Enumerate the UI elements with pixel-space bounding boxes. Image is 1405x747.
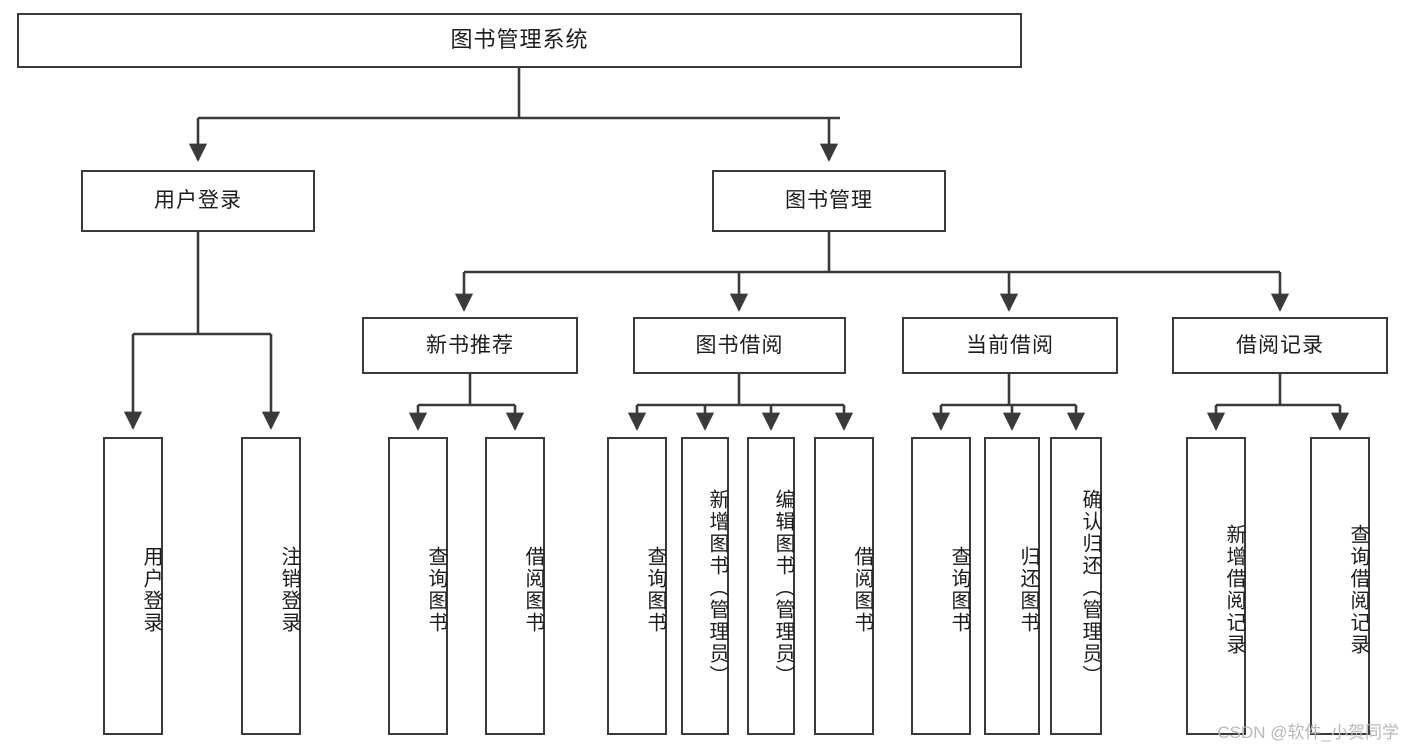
node-leaf-add-book-admin[interactable]: 新增图书（管理员） — [681, 437, 729, 735]
node-leaf-user-login[interactable]: 用户登录 — [103, 437, 163, 735]
watermark-credit: CSDN @软件_小贺同学 — [1217, 723, 1399, 742]
node-book-borrow[interactable]: 图书借阅 — [633, 317, 846, 374]
node-leaf-query-borrow-record[interactable]: 查询借阅记录 — [1310, 437, 1370, 735]
node-leaf-borrow-book[interactable]: 借阅图书 — [814, 437, 874, 735]
node-leaf-edit-book-admin[interactable]: 编辑图书（管理员） — [747, 437, 795, 735]
node-new-book-recommend[interactable]: 新书推荐 — [362, 317, 578, 374]
node-leaf-borrow-book-new[interactable]: 借阅图书 — [485, 437, 545, 735]
node-leaf-logout[interactable]: 注销登录 — [241, 437, 301, 735]
node-leaf-confirm-return-admin[interactable]: 确认归还（管理员） — [1050, 437, 1102, 735]
node-user-login[interactable]: 用户登录 — [81, 170, 315, 232]
node-leaf-query-book-new[interactable]: 查询图书 — [388, 437, 448, 735]
node-leaf-query-book-borrow[interactable]: 查询图书 — [607, 437, 667, 735]
node-book-management[interactable]: 图书管理 — [712, 170, 946, 232]
node-leaf-return-book[interactable]: 归还图书 — [984, 437, 1040, 735]
node-root-system[interactable]: 图书管理系统 — [17, 13, 1022, 68]
node-current-borrow[interactable]: 当前借阅 — [902, 317, 1118, 374]
node-borrow-record[interactable]: 借阅记录 — [1172, 317, 1388, 374]
node-leaf-add-borrow-record[interactable]: 新增借阅记录 — [1186, 437, 1246, 735]
node-leaf-query-book-current[interactable]: 查询图书 — [911, 437, 971, 735]
